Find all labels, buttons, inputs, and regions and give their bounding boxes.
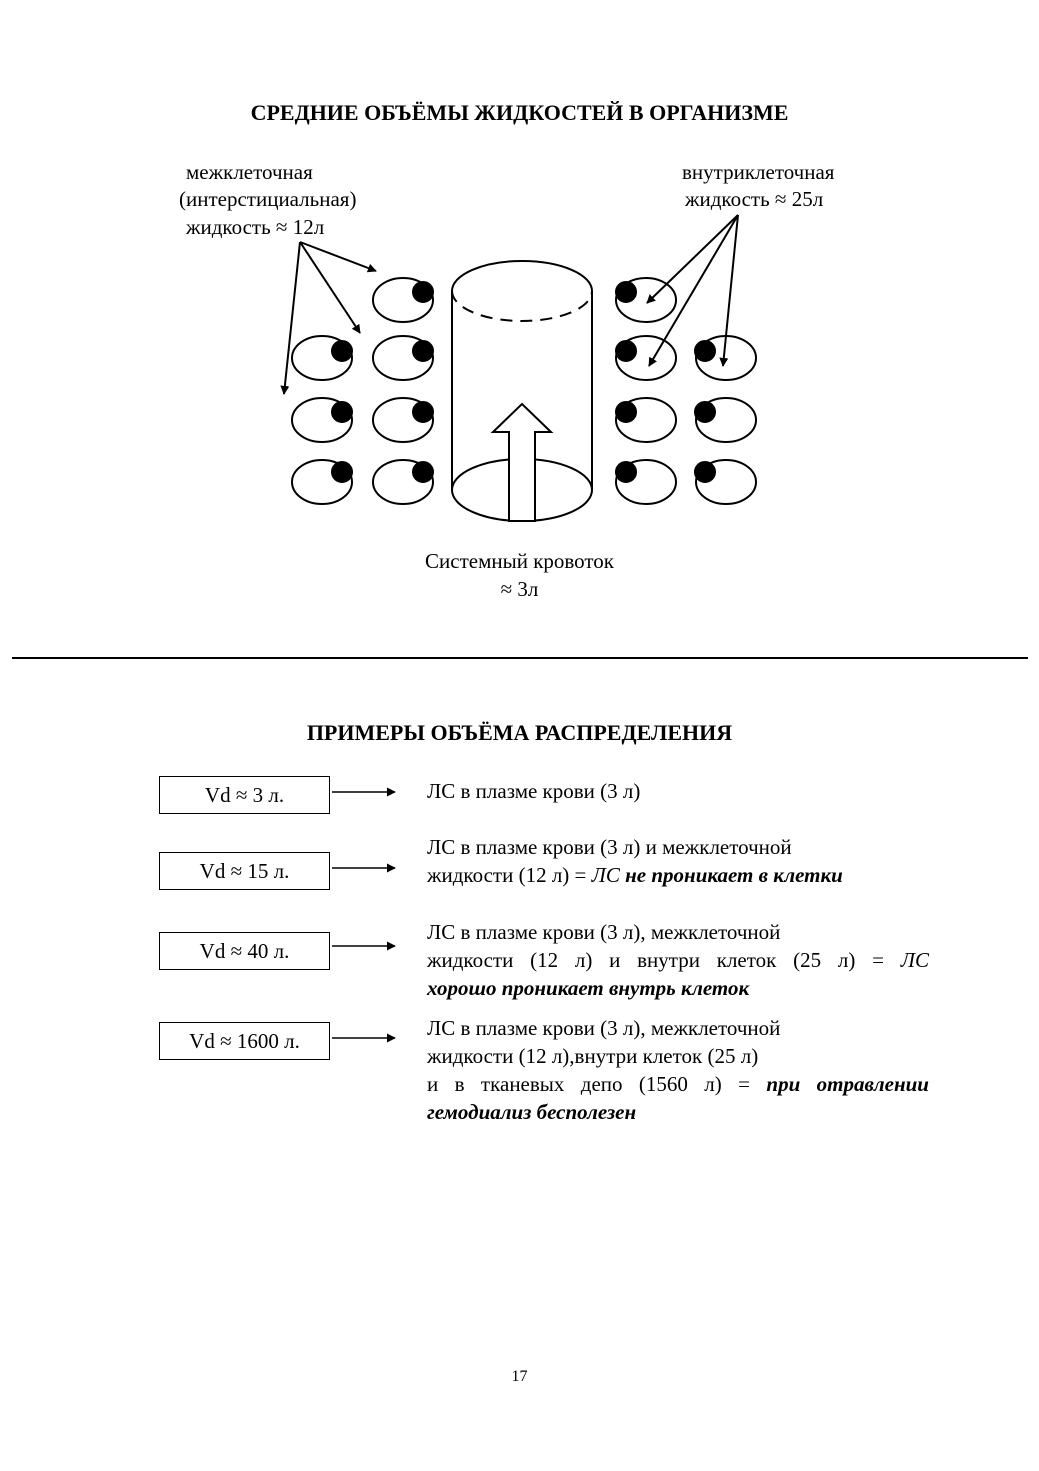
vd-description-line: ЛС в плазме крови (3 л) и межклеточной xyxy=(427,835,792,859)
vd-box-1600: Vd ≈ 1600 л. xyxy=(159,1022,330,1060)
italic-text: ЛС xyxy=(591,863,620,887)
plain-text: и в тканевых депо (1560 л) = xyxy=(427,1072,767,1096)
plain-text: жидкости (12 л) = xyxy=(427,863,592,887)
vd-description-line: ЛС в плазме крови (3 л) xyxy=(427,779,641,803)
section-title-vd-examples: ПРИМЕРЫ ОБЪЁМА РАСПРЕДЕЛЕНИЯ xyxy=(306,720,733,745)
circulation-arrow-icon xyxy=(490,402,554,522)
section-divider xyxy=(12,657,1028,659)
vd-description-line: гемодиализ бесполезен xyxy=(427,1100,637,1124)
cell-icon xyxy=(291,459,353,505)
vd-description-line: жидкости (12 л),внутри клеток (25 л) xyxy=(427,1044,759,1068)
cell-icon xyxy=(694,397,757,443)
vd-description-1600: ЛС в плазме крови (3 л), межклеточной жи… xyxy=(427,1014,929,1126)
bold-italic-text: при отравлении xyxy=(766,1072,929,1096)
vd-description-15: ЛС в плазме крови (3 л) и межклеточной ж… xyxy=(427,833,929,889)
vd-box-40: Vd ≈ 40 л. xyxy=(159,932,330,970)
intracellular-pointer-arrows xyxy=(646,214,739,367)
cell-icon xyxy=(372,397,434,443)
vd-box-15: Vd ≈ 15 л. xyxy=(159,852,330,890)
vd-description-line: и в тканевых депо (1560 л) = при отравле… xyxy=(427,1070,929,1098)
cell-icon xyxy=(615,277,677,323)
cell-icon xyxy=(615,459,677,505)
interstitial-label-line2: (интерстициальная) xyxy=(179,187,357,211)
cell-icon xyxy=(615,397,677,443)
cell-icon xyxy=(694,459,757,505)
cell-icon xyxy=(615,335,677,381)
vd-description-line: хорошо проникает внутрь клеток xyxy=(427,976,750,1000)
vd-description-line: жидкости (12 л) = ЛС не проникает в клет… xyxy=(427,861,929,889)
vd-description-line: ЛС в плазме крови (3 л), межклеточной xyxy=(427,920,781,944)
interstitial-label-line1: межклеточная xyxy=(186,160,313,184)
italic-text: ЛС xyxy=(900,948,929,972)
cell-icon xyxy=(291,397,353,443)
interstitial-pointer-arrows xyxy=(280,241,377,395)
vd-description-line: жидкости (12 л) и внутри клеток (25 л) =… xyxy=(427,946,929,974)
blood-label-line1: Системный кровоток xyxy=(425,549,614,573)
cell-icon xyxy=(372,335,434,381)
page-number: 17 xyxy=(511,1368,528,1385)
intracellular-label-line2: жидкость ≈ 25л xyxy=(685,187,824,211)
vd-arrows xyxy=(332,787,396,1043)
cell-icon xyxy=(372,277,434,323)
plain-text: жидкости (12 л) и внутри клеток (25 л) = xyxy=(427,948,901,972)
bold-italic-text: не проникает в клетки xyxy=(619,863,843,887)
intracellular-label-line1: внутриклеточная xyxy=(682,160,835,184)
interstitial-cells xyxy=(291,277,434,505)
section-title-fluid-volumes: СРЕДНИЕ ОБЪЁМЫ ЖИДКОСТЕЙ В ОРГАНИЗМЕ xyxy=(250,100,789,125)
cell-icon xyxy=(291,335,353,381)
vd-description-3: ЛС в плазме крови (3 л) xyxy=(427,777,929,805)
blood-label-line2: ≈ 3л xyxy=(500,577,539,601)
cell-icon xyxy=(372,459,434,505)
intracellular-cells xyxy=(615,277,757,505)
interstitial-label-line3: жидкость ≈ 12л xyxy=(186,215,325,239)
vd-description-line: ЛС в плазме крови (3 л), межклеточной xyxy=(427,1016,781,1040)
vd-box-3: Vd ≈ 3 л. xyxy=(159,776,330,814)
vd-description-40: ЛС в плазме крови (3 л), межклеточной жи… xyxy=(427,918,929,1002)
